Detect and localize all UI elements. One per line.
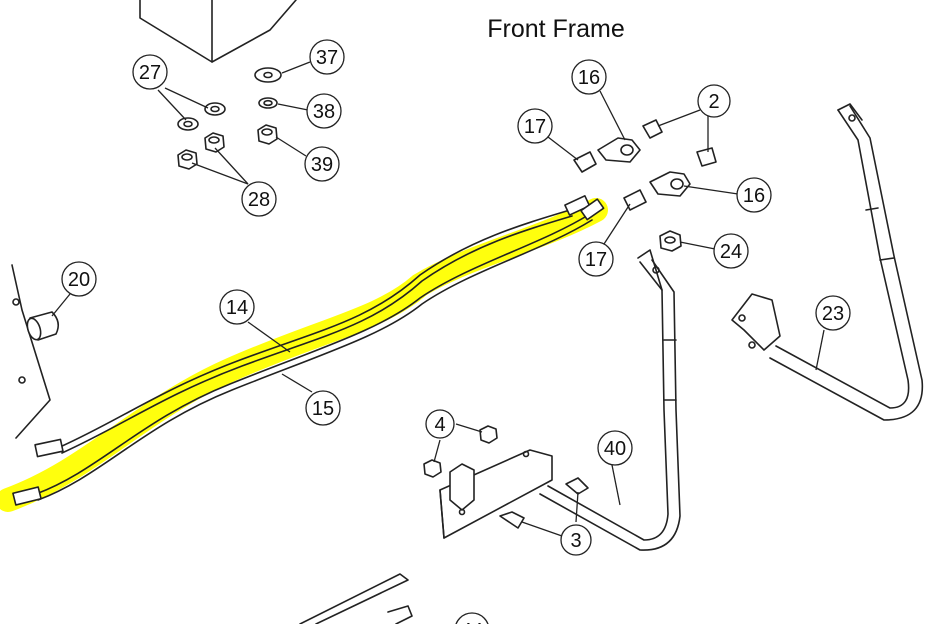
callout-44-label: 44 xyxy=(461,620,483,624)
callout-37-label: 37 xyxy=(316,47,338,69)
frame-part-40 xyxy=(539,249,681,551)
callout-27-label: 27 xyxy=(139,62,161,84)
bracket-plate xyxy=(423,425,589,539)
callout-27: 27 xyxy=(132,54,168,90)
callout-38-label: 38 xyxy=(313,101,335,123)
leader-lines xyxy=(51,61,825,537)
callout-16-bottom: 16 xyxy=(736,177,772,213)
callout-17-top-label: 17 xyxy=(524,116,546,138)
callout-38: 38 xyxy=(306,93,342,129)
diagram-title: Front Frame xyxy=(487,15,625,43)
callout-23-label: 23 xyxy=(822,303,844,325)
hardware-27-28 xyxy=(177,102,226,170)
callout-39-label: 39 xyxy=(311,154,333,176)
callout-17-bottom-label: 17 xyxy=(585,249,607,271)
callout-20: 20 xyxy=(61,261,97,297)
fittings-upper xyxy=(573,119,717,252)
callout-37: 37 xyxy=(309,39,345,75)
callout-44-partial: 44 xyxy=(455,612,489,624)
callout-40-label: 40 xyxy=(604,438,626,460)
callout-4: 4 xyxy=(425,409,455,439)
callout-4-label: 4 xyxy=(434,414,445,436)
callout-24-label: 24 xyxy=(720,241,742,263)
callout-14: 14 xyxy=(219,289,255,325)
callout-17-top: 17 xyxy=(517,108,553,144)
callout-16-top: 16 xyxy=(571,59,607,95)
callout-40: 40 xyxy=(597,430,633,466)
hose-14-part xyxy=(34,195,591,458)
hose-15-highlight xyxy=(0,198,608,512)
callout-28-label: 28 xyxy=(248,189,270,211)
callout-28: 28 xyxy=(241,181,277,217)
callout-24: 24 xyxy=(713,233,749,269)
hose-15-part xyxy=(12,198,605,506)
callout-2: 2 xyxy=(697,84,731,118)
tank-part xyxy=(139,0,297,63)
callout-14-label: 14 xyxy=(226,297,248,319)
left-frame-plate xyxy=(11,264,51,439)
callout-23: 23 xyxy=(815,295,851,331)
callout-15: 15 xyxy=(305,390,341,426)
callout-17-bottom: 17 xyxy=(578,241,614,277)
callout-2-label: 2 xyxy=(708,91,719,113)
frame-part-23 xyxy=(731,103,924,421)
hardware-37-38-39 xyxy=(254,67,282,145)
bottom-pipe xyxy=(299,573,413,624)
callout-15-label: 15 xyxy=(312,398,334,420)
callout-39: 39 xyxy=(304,146,340,182)
callout-3-label: 3 xyxy=(570,530,581,552)
callout-20-label: 20 xyxy=(68,269,90,291)
cap-part-20 xyxy=(26,311,60,341)
callout-3: 3 xyxy=(560,524,592,556)
callout-16-top-label: 16 xyxy=(578,67,600,89)
callout-16-bottom-label: 16 xyxy=(743,185,765,207)
